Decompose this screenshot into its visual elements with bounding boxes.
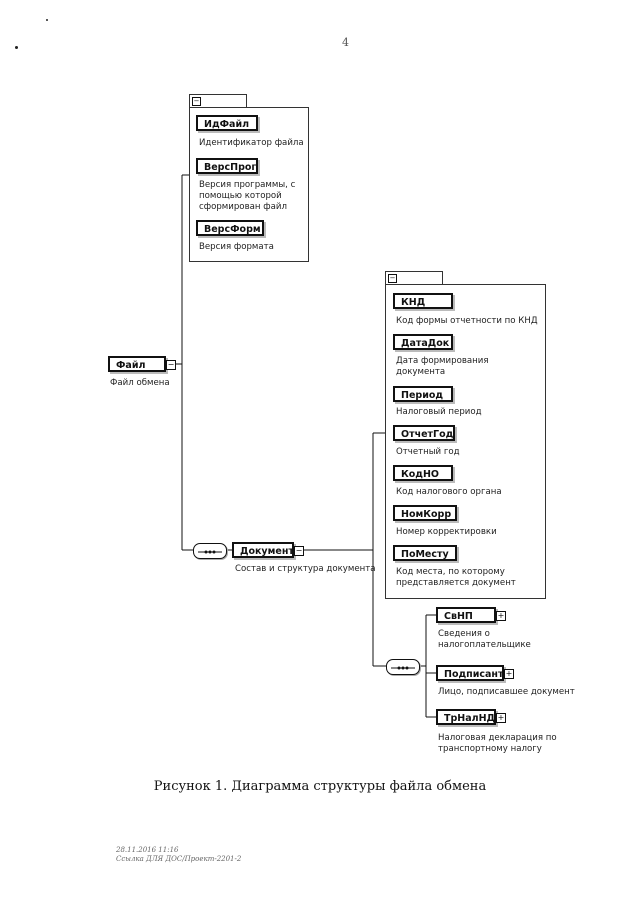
expand-icon[interactable]: − — [294, 546, 304, 556]
child-node[interactable]: Подписант + — [436, 665, 514, 681]
document-description: Состав и структура документа — [235, 564, 376, 574]
attribute-name: ОтчетГод — [401, 429, 454, 440]
child-node-name: Подписант — [444, 669, 504, 680]
sequence-icon[interactable] — [386, 659, 420, 675]
scan-speck — [46, 19, 48, 21]
document-node-name: Документ — [240, 546, 294, 557]
attribute-node[interactable]: КодНО — [393, 465, 453, 481]
attribute-name: ВерсПрог — [204, 162, 257, 173]
child-node-name: ТрНалНД — [444, 713, 496, 724]
attribute-name: КНД — [401, 297, 426, 308]
child-description: Налоговая декларация по транспортному на… — [438, 733, 557, 754]
collapse-icon[interactable]: − — [192, 97, 201, 106]
expand-icon[interactable]: + — [496, 713, 506, 723]
child-description: Лицо, подписавшее документ — [438, 687, 575, 697]
root-node[interactable]: Файл − — [108, 356, 176, 372]
sequence-dots — [198, 550, 222, 554]
footer-timestamp: 28.11.2016 11:16 — [116, 846, 179, 854]
attribute-name: ВерсФорм — [204, 224, 261, 235]
attribute-description: Налоговый период — [396, 407, 482, 417]
attribute-node[interactable]: НомКорр — [393, 505, 457, 521]
child-description: Сведения о налогоплательщике — [438, 629, 531, 650]
attribute-description: Код места, по которому представляется до… — [396, 567, 516, 588]
attribute-description: Номер корректировки — [396, 527, 497, 537]
attribute-description: Версия программы, с помощью которой сфор… — [199, 180, 296, 212]
attribute-name: КодНО — [401, 469, 439, 480]
collapse-icon[interactable]: − — [388, 274, 397, 283]
scan-speck — [15, 46, 18, 49]
attribute-node[interactable]: КНД — [393, 293, 453, 309]
footer-path: Ссылка ДЛЯ ДОС/Проект-2201-2 — [116, 855, 242, 863]
attribute-node[interactable]: ВерсФорм — [196, 220, 264, 236]
sequence-dots — [391, 666, 415, 670]
attribute-description: Версия формата — [199, 242, 274, 252]
figure-caption: Рисунок 1. Диаграмма структуры файла обм… — [153, 779, 487, 794]
attribute-node[interactable]: ИдФайл — [196, 115, 258, 131]
expand-icon[interactable]: − — [166, 360, 176, 370]
sequence-icon[interactable] — [193, 543, 227, 559]
attribute-description: Дата формирования документа — [396, 356, 489, 377]
attribute-node[interactable]: ПоМесту — [393, 545, 457, 561]
expand-icon[interactable]: + — [504, 669, 514, 679]
page-number: 4 — [342, 36, 349, 49]
attribute-name: ИдФайл — [204, 119, 250, 130]
attribute-description: Отчетный год — [396, 447, 460, 457]
attribute-name: ДатаДок — [401, 338, 450, 349]
attribute-description: Код налогового органа — [396, 487, 502, 497]
document-attributes-tab[interactable]: −attributes — [385, 271, 443, 296]
child-node-name: СвНП — [444, 611, 473, 622]
attribute-node[interactable]: ДатаДок — [393, 334, 453, 350]
child-node[interactable]: ТрНалНД + — [436, 709, 506, 725]
attribute-name: ПоМесту — [401, 549, 449, 560]
attribute-node[interactable]: Период — [393, 386, 453, 402]
document-node[interactable]: Документ − — [232, 542, 304, 558]
attribute-name: Период — [401, 390, 444, 401]
expand-icon[interactable]: + — [496, 611, 506, 621]
root-node-name: Файл — [116, 360, 146, 371]
attribute-node[interactable]: ОтчетГод — [393, 425, 455, 441]
attribute-node[interactable]: ВерсПрог — [196, 158, 258, 174]
root-attributes-tab[interactable]: −attributes — [189, 94, 247, 119]
attribute-description: Код формы отчетности по КНД — [396, 316, 538, 326]
root-attributes-box — [189, 107, 309, 262]
attribute-description: Идентификатор файла — [199, 138, 304, 148]
root-description: Файл обмена — [110, 378, 170, 388]
child-node[interactable]: СвНП + — [436, 607, 506, 623]
attribute-name: НомКорр — [401, 509, 452, 520]
